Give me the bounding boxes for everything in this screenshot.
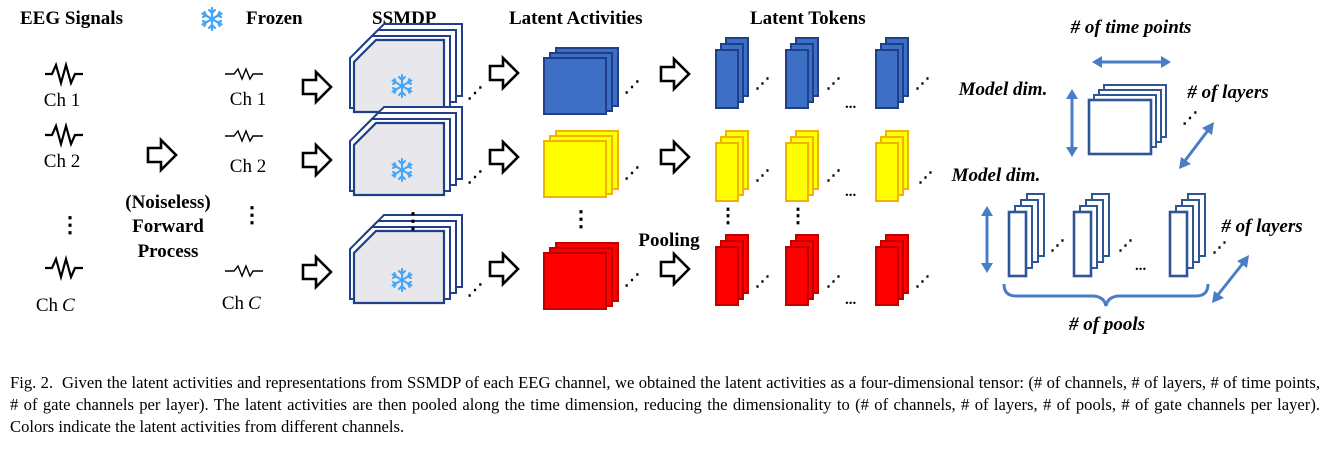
noised-wave-icon: [224, 68, 264, 80]
latent-activities-header: Latent Activities: [509, 8, 643, 29]
pools-label: # of pools: [1068, 314, 1145, 335]
layers-bottom-label: # of layers: [1220, 216, 1302, 237]
frozen-header: Frozen: [246, 8, 303, 29]
figure-diagram: Ch 1 Ch 2 Ch C ⋮ (Noiseless) Forward Pro…: [36, 6, 1303, 335]
eeg-wave-icon: [43, 257, 85, 279]
eeg-wave-icon: [43, 124, 85, 146]
latent-activities-blue: [543, 47, 619, 115]
latent-tokens-header: Latent Tokens: [750, 8, 866, 29]
pooling-label: Pooling: [638, 230, 700, 251]
activities-diag-dots: ⋰: [624, 272, 640, 289]
token-diag-dots: ⋰: [826, 168, 841, 184]
token-diag-dots: ⋰: [918, 170, 933, 186]
process-label-line2: Forward: [132, 216, 204, 237]
figure-caption: Fig. 2. Given the latent activities and …: [10, 372, 1320, 438]
noised-wave-icon: [224, 130, 264, 142]
token-vdots: ⋮: [718, 205, 738, 227]
activities-diag-dots: ⋰: [624, 79, 640, 96]
process-label-line1: (Noiseless): [125, 192, 210, 213]
latent-activities-yellow: [543, 130, 619, 198]
eeg-channel-c: [43, 257, 85, 279]
arrow-to-activities-icon: [488, 252, 520, 286]
noised-wave-icon: [224, 265, 264, 277]
time-points-label: # of time points: [1070, 17, 1192, 38]
token-diag-dots: ⋰: [915, 274, 930, 290]
latent-tokens-red: [715, 234, 909, 306]
eeg-label-ch1: Ch 1: [44, 90, 80, 111]
tensor-bottom-stacks: [1007, 193, 1206, 278]
eeg-signals-header: EEG Signals: [20, 8, 123, 29]
arrow-to-activities-icon: [488, 56, 520, 90]
eeg-label-chc: Ch: [36, 295, 59, 316]
token-diag-dots: ⋰: [915, 76, 930, 92]
pools-brace-icon: [1002, 283, 1210, 307]
model-dim-bottom-arrow-icon: [981, 206, 993, 273]
arrow-to-ssmdp-icon: [301, 143, 333, 177]
tensor-top-stack: [1087, 84, 1167, 156]
layers-top-dots: ⋰: [1182, 110, 1198, 127]
token-ellipsis: ...: [845, 96, 857, 112]
latent-activities-red: [543, 242, 619, 310]
token-diag-dots: ⋰: [826, 274, 841, 290]
token-vdots: ⋮: [788, 205, 808, 227]
process-label-line3: Process: [138, 241, 199, 262]
model-dim-top-label: Model dim.: [958, 79, 1048, 100]
token-diag-dots: ⋰: [755, 168, 770, 184]
token-diag-dots: ⋰: [826, 76, 841, 92]
token-diag-dots: ⋰: [755, 76, 770, 92]
eeg-label-c-index: C: [62, 295, 75, 316]
tensor-ellipsis: ...: [1135, 258, 1147, 274]
eeg-wave-icon: [43, 63, 85, 85]
layers-top-label: # of layers: [1186, 82, 1268, 103]
ssmdp-block-row2: [348, 105, 464, 197]
latent-tokens-blue: [715, 37, 909, 109]
ssmdp-vdots: ⋮: [402, 208, 424, 233]
tensor-diag-dots: ⋰: [1118, 238, 1133, 254]
activities-diag-dots: ⋰: [624, 165, 640, 182]
eeg-channel-1: [43, 63, 85, 85]
ssmdp-diag-dots: ⋰: [467, 169, 483, 186]
latent-tokens-yellow: [715, 130, 909, 202]
activities-vdots: ⋮: [570, 206, 592, 231]
eeg-channel-2: [43, 124, 85, 146]
ssmdp-diag-dots: ⋰: [467, 282, 483, 299]
forward-arrow-icon: [146, 138, 178, 172]
token-ellipsis: ...: [845, 292, 857, 308]
ssmdp-block-row1: [348, 22, 464, 114]
noised-vdots: ⋮: [241, 202, 263, 227]
tensor-diag-dots: ⋰: [1212, 240, 1227, 256]
time-points-arrow-icon: [1092, 56, 1171, 68]
model-dim-bottom-label: Model dim.: [951, 165, 1041, 186]
ssmdp-diag-dots: ⋰: [467, 85, 483, 102]
token-ellipsis: ...: [845, 184, 857, 200]
noised-label-c-index: C: [248, 293, 261, 314]
noised-label-ch2: Ch 2: [230, 156, 266, 177]
eeg-vdots: ⋮: [59, 212, 81, 237]
layers-top-arrow-icon: [1179, 122, 1214, 169]
arrow-to-ssmdp-icon: [301, 255, 333, 289]
token-diag-dots: ⋰: [755, 274, 770, 290]
noised-label-ch1: Ch 1: [230, 89, 266, 110]
tensor-diag-dots: ⋰: [1050, 238, 1065, 254]
arrow-to-ssmdp-icon: [301, 70, 333, 104]
frozen-snowflake-icon: [201, 6, 223, 32]
caption-prefix: Fig. 2.: [10, 373, 54, 392]
arrow-to-activities-icon: [488, 140, 520, 174]
arrow-pooling-icon: [659, 252, 691, 286]
model-dim-top-arrow-icon: [1066, 89, 1078, 157]
arrow-pooling-icon: [659, 140, 691, 174]
eeg-label-ch2: Ch 2: [44, 151, 80, 172]
noised-label-chc: Ch: [222, 293, 245, 314]
caption-text: Given the latent activities and represen…: [10, 373, 1321, 436]
arrow-pooling-icon: [659, 57, 691, 91]
layers-bottom-arrow-icon: [1212, 255, 1249, 303]
